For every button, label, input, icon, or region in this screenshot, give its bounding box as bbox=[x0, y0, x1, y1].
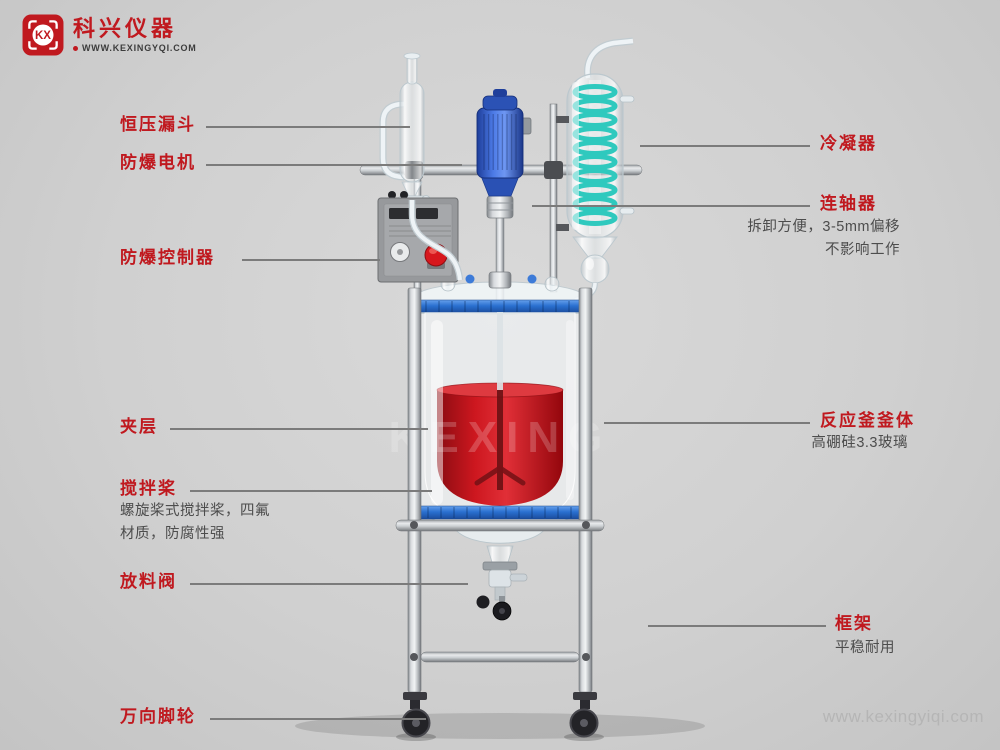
callout-frame-desc: 平稳耐用 bbox=[835, 640, 895, 656]
callout-discharge-valve-label: 放料阀 bbox=[120, 572, 177, 591]
explosion-proof-controller-box bbox=[377, 191, 459, 283]
callout-frame-label: 框架 bbox=[835, 614, 873, 633]
explosion-proof-motor-assembly bbox=[476, 89, 532, 309]
brand-logo-icon: KX bbox=[22, 14, 64, 56]
brand-logo: KX 科兴仪器 WWW.KEXINGYQI.COM bbox=[22, 14, 197, 56]
caster-left bbox=[401, 692, 431, 738]
controller-display-left bbox=[389, 208, 411, 219]
brand-name: 科兴仪器 bbox=[73, 15, 178, 41]
reactor-vessel: KEXING bbox=[389, 312, 612, 544]
caster-right bbox=[569, 692, 599, 738]
callout-coupling-desc: 拆卸方便，3-5mm偏移 不影响工作 bbox=[747, 219, 900, 259]
callout-explosion-proof-motor-line bbox=[206, 164, 462, 166]
callout-explosion-proof-controller-line bbox=[242, 259, 380, 261]
vessel-watermark: KEXING bbox=[389, 413, 612, 462]
brand-website-text: WWW.KEXINGYQI.COM bbox=[82, 43, 197, 54]
brand-website: WWW.KEXINGYQI.COM bbox=[73, 43, 197, 53]
brand-website-dot-icon bbox=[73, 45, 78, 51]
callout-reactor-body-label: 反应釜釜体 bbox=[820, 411, 915, 430]
callout-explosion-proof-controller-label: 防爆控制器 bbox=[120, 248, 215, 267]
callout-constant-pressure-funnel-label: 恒压漏斗 bbox=[120, 115, 196, 134]
vessel-lid bbox=[411, 271, 589, 315]
callout-reactor-body-desc: 高硼硅3.3玻璃 bbox=[811, 435, 908, 451]
callout-universal-caster-line bbox=[210, 718, 426, 720]
brand-logo-text: 科兴仪器 WWW.KEXINGYQI.COM bbox=[73, 17, 197, 53]
callout-stirring-paddle-desc: 螺旋桨式搅拌桨，四氟 材质，防腐性强 bbox=[120, 503, 270, 543]
stirrer-shaft-lower bbox=[497, 312, 503, 390]
funnel-feed-tube-highlight bbox=[410, 200, 462, 281]
callout-coupling-line bbox=[532, 205, 810, 207]
controller-display-right bbox=[416, 208, 438, 219]
callout-coupling-label: 连轴器 bbox=[820, 194, 877, 213]
brand-logo-monogram: KX bbox=[35, 30, 51, 42]
callout-universal-caster-label: 万向脚轮 bbox=[120, 707, 196, 726]
discharge-valve-assembly bbox=[476, 545, 528, 621]
stirring-paddle-blades bbox=[474, 465, 526, 486]
callout-stirring-paddle-label: 搅拌桨 bbox=[120, 479, 177, 498]
callout-jacket-layer-label: 夹层 bbox=[120, 417, 158, 436]
callout-condenser-line bbox=[640, 145, 810, 147]
callout-explosion-proof-motor-label: 防爆电机 bbox=[120, 153, 196, 172]
callout-frame-line bbox=[648, 625, 826, 627]
condenser-glass bbox=[556, 37, 635, 303]
page-watermark: www.kexingyiqi.com bbox=[822, 707, 984, 726]
valve-knob-small bbox=[476, 595, 490, 609]
callout-stirring-paddle-line bbox=[190, 490, 432, 492]
callout-discharge-valve-line bbox=[190, 583, 468, 585]
callout-constant-pressure-funnel-line bbox=[206, 126, 410, 128]
coupling-cylinder bbox=[486, 195, 514, 219]
callout-condenser-label: 冷凝器 bbox=[820, 134, 877, 153]
constant-pressure-funnel bbox=[379, 52, 431, 204]
floor-shadow bbox=[295, 713, 705, 739]
callout-jacket-layer-line bbox=[170, 428, 428, 430]
callout-reactor-body-line bbox=[604, 422, 810, 424]
